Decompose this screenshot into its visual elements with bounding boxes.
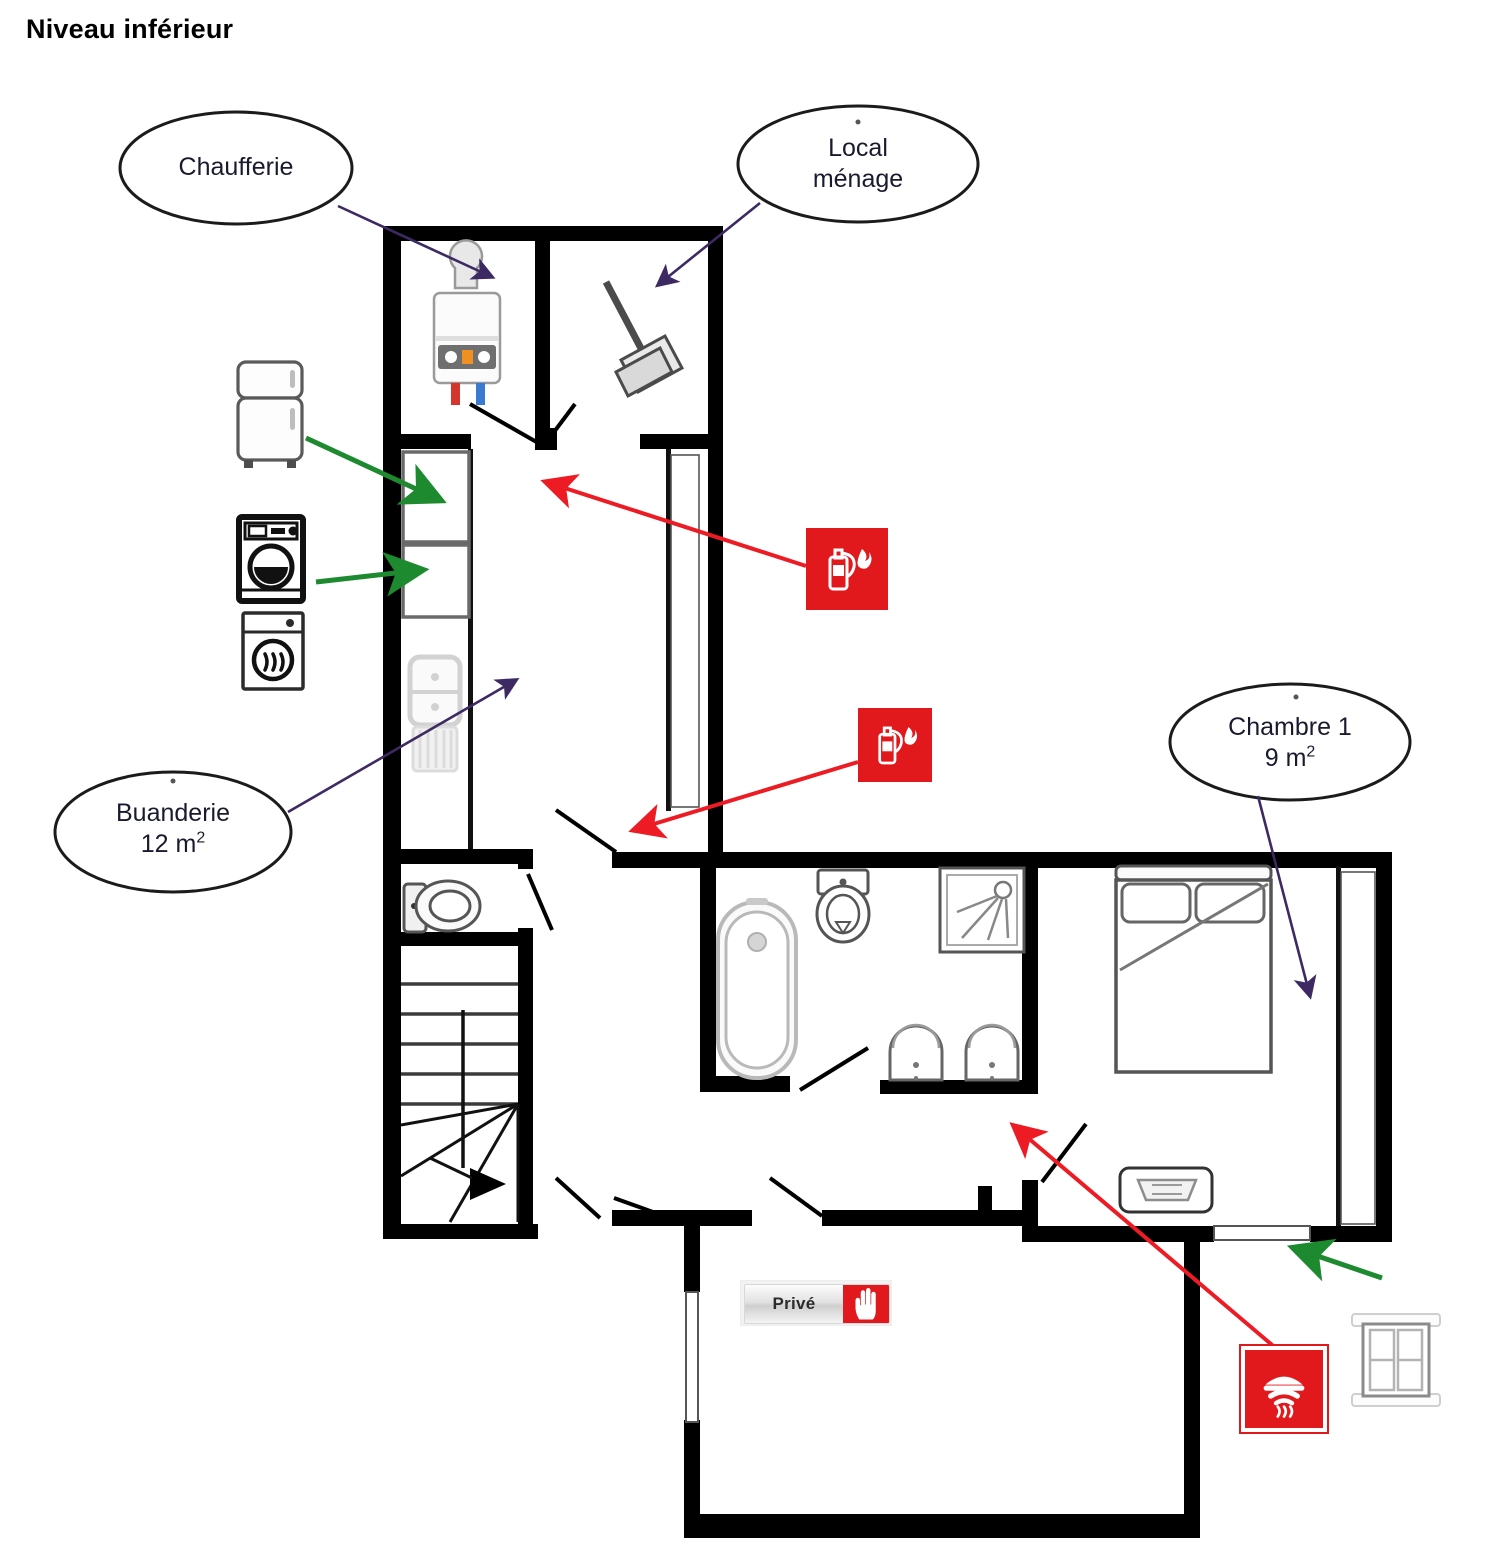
fire-extinguisher-glyph <box>828 548 872 591</box>
equipment-arrows <box>304 435 1383 1282</box>
arrow-extinguisher-2 <box>628 760 859 839</box>
shower-icon <box>938 866 1026 954</box>
prive-sign-label: Privé <box>772 1294 816 1313</box>
stop-hand-glyph <box>855 1287 876 1319</box>
callout-dots <box>170 119 1299 784</box>
callout-chaufferie <box>118 110 354 226</box>
fire-extinguisher-icon[interactable] <box>858 708 932 782</box>
door-swings <box>469 402 1088 1220</box>
prive-sign[interactable]: Privé <box>741 1281 891 1325</box>
leader-chambre-1 <box>1256 795 1317 1000</box>
refrigerator-icon <box>236 360 304 468</box>
toilet-icon <box>815 868 871 944</box>
callout-bubbles <box>53 104 1412 894</box>
washbasin-icon <box>888 1023 944 1082</box>
callout-buanderie <box>53 770 293 894</box>
safety-arrows <box>540 474 1280 1352</box>
broom-icon <box>602 280 685 399</box>
laundry-appliance-slots <box>401 450 471 619</box>
bed-icon <box>1114 864 1273 1074</box>
callout-leaders <box>287 201 1317 1000</box>
walls <box>383 226 1392 1538</box>
fire-extinguisher-glyph <box>878 726 918 765</box>
arrow-extinguisher-1 <box>540 474 807 568</box>
window-icon <box>1351 1313 1441 1407</box>
washbasin-icon <box>1118 1166 1214 1214</box>
arrow-smoke-detector <box>1009 1122 1280 1352</box>
page-title: Niveau inférieur <box>26 14 234 44</box>
utility-sink-icon <box>407 654 463 773</box>
leader-buanderie <box>287 678 520 814</box>
smoke-detector-icon[interactable] <box>1239 1344 1329 1434</box>
gas-boiler-icon <box>432 239 502 405</box>
arrow-refrigerator <box>304 435 447 505</box>
washing-machine-icon <box>236 514 306 604</box>
fire-extinguisher-icon[interactable] <box>806 528 888 610</box>
smoke-detector-glyph <box>1263 1376 1305 1418</box>
callout-chambre-1 <box>1168 682 1412 802</box>
leader-local-menage <box>654 201 761 288</box>
washbasin-icon <box>964 1023 1020 1082</box>
arrow-window <box>1286 1238 1383 1282</box>
tumble-dryer-icon <box>241 611 305 691</box>
prive-sign-body: Privé <box>744 1284 890 1324</box>
leader-chaufferie <box>337 204 496 280</box>
arrow-washer-dryer <box>315 551 430 597</box>
callout-local-menage <box>736 104 980 224</box>
window-openings <box>670 454 1376 1423</box>
bathtub-icon <box>716 898 798 1080</box>
staircase-icon <box>400 982 520 1223</box>
stop-hand-icon <box>843 1285 889 1323</box>
toilet-icon <box>402 879 482 934</box>
